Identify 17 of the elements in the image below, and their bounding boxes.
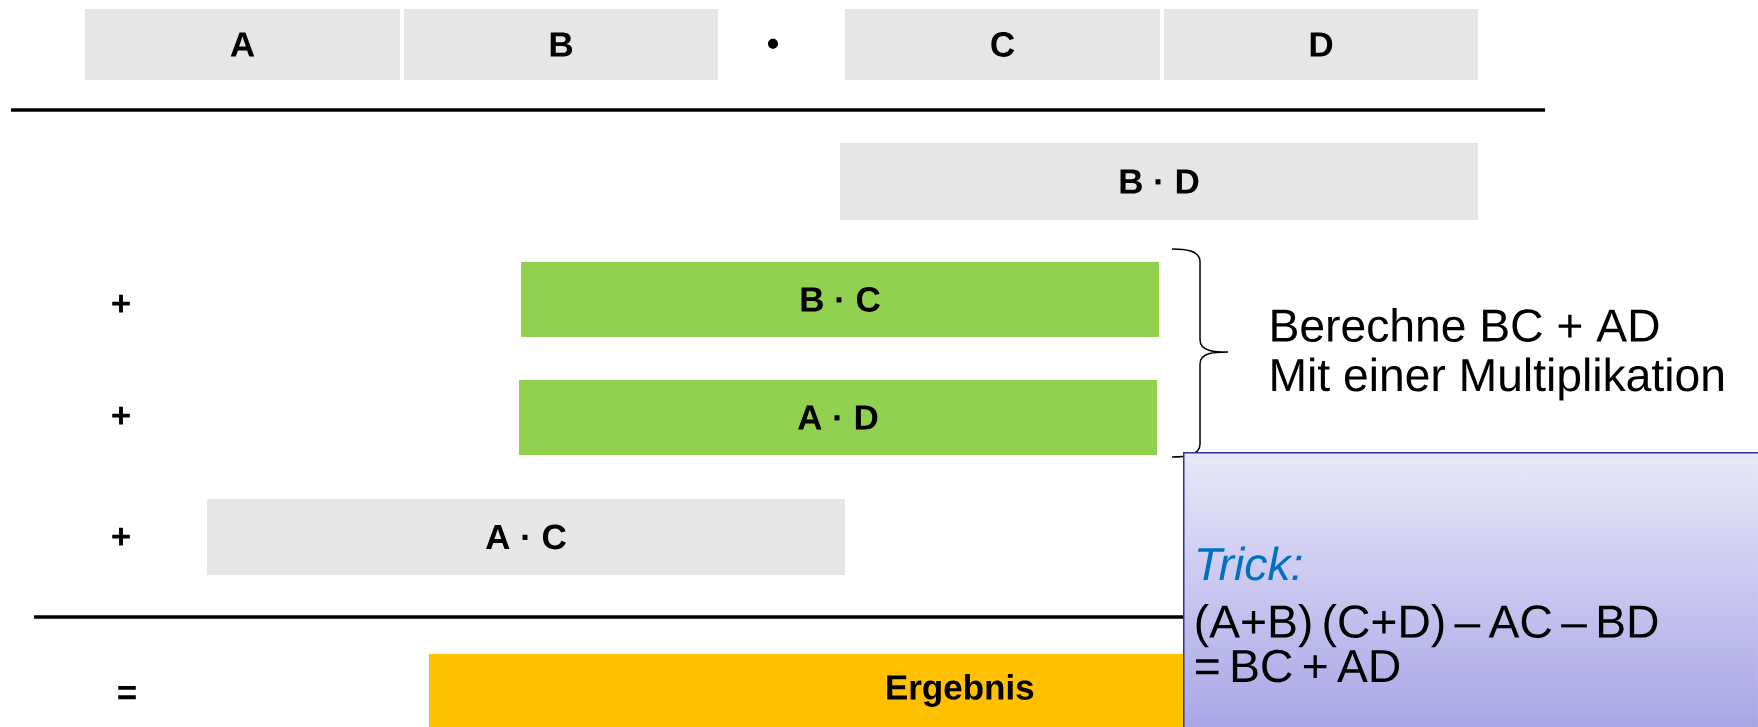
annotation-text: Berechne BC + AD xyxy=(1272,308,1659,342)
product-bar: A · C xyxy=(207,499,845,575)
note-box: Trick: (A+B) (C+D) – AC – BD = BC + AD xyxy=(1183,452,1758,727)
product-bar: C xyxy=(845,9,1160,80)
annotation-text: Mit einer Multiplikation xyxy=(1272,357,1723,401)
operator-sign: + xyxy=(112,406,130,425)
operator-sign: • xyxy=(768,38,778,49)
product-bar: B · C xyxy=(521,262,1159,337)
product-bar: A xyxy=(85,9,400,80)
product-bar: B · D xyxy=(840,143,1479,220)
product-bar: Ergebnis xyxy=(429,654,1183,727)
product-bar: D xyxy=(1164,9,1479,80)
product-bar: A · D xyxy=(519,380,1157,455)
operator-sign: = xyxy=(118,685,136,700)
product-bar: B xyxy=(404,9,718,80)
operator-sign: + xyxy=(112,294,130,313)
operator-sign: + xyxy=(112,527,130,546)
